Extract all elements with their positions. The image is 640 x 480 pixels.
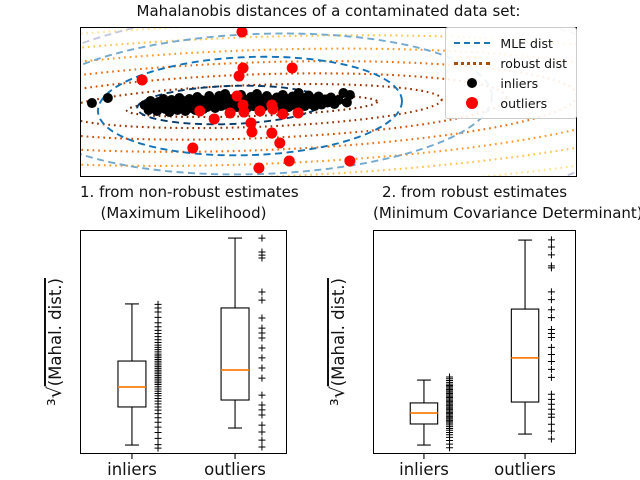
strip-points xyxy=(258,234,266,451)
scatter-plot: MLE dist robust dist inliers outliers xyxy=(0,2,640,220)
outliers-points xyxy=(136,26,356,174)
box-outliers xyxy=(220,237,250,459)
legend-item-robust: robust dist xyxy=(453,53,567,73)
tick-label-inliers: inliers xyxy=(399,460,449,479)
legend-label: robust dist xyxy=(500,55,567,71)
boxplot1-title-line2: (Maximum Likelihood) xyxy=(100,204,267,222)
legend-label: inliers xyxy=(500,75,539,91)
boxplot1-title: 1. from non-robust estimates (Maximum Li… xyxy=(80,182,299,224)
boxplot-mle-canvas xyxy=(80,230,287,459)
boxplot-mcd-canvas xyxy=(373,230,576,459)
boxplot2-title-line2: (Minimum Covariance Determinant) xyxy=(373,204,640,222)
tick-label-inliers: inliers xyxy=(107,460,157,479)
boxplot2-title: 2. from robust estimates (Minimum Covari… xyxy=(373,182,640,224)
ylabel-text: (Mahal. dist.) xyxy=(46,278,65,387)
boxplot-mcd xyxy=(373,230,576,460)
box-inliers xyxy=(409,379,439,459)
box-outliers xyxy=(510,239,540,459)
ylabel-text: (Mahal. dist.) xyxy=(329,278,348,387)
outlier-marker-icon xyxy=(453,97,491,109)
cube-root-symbol: ³√ xyxy=(44,386,66,406)
strip-points xyxy=(154,300,162,452)
tick-label-outliers: outliers xyxy=(204,460,266,479)
cube-root-symbol: ³√ xyxy=(327,386,349,406)
boxplot-mle xyxy=(80,230,287,460)
legend-label: outliers xyxy=(500,95,548,111)
boxplot2-title-line1: 2. from robust estimates xyxy=(381,183,568,201)
boxplot1-title-line1: 1. from non-robust estimates xyxy=(80,183,299,201)
inlier-marker-icon xyxy=(453,78,491,88)
box-inliers xyxy=(117,303,147,459)
legend-item-inliers: inliers xyxy=(453,73,567,93)
mle-dash-sample-icon xyxy=(453,42,491,44)
legend-item-mle: MLE dist xyxy=(453,33,567,53)
legend: MLE dist robust dist inliers outliers xyxy=(445,27,577,119)
robust-dot-sample-icon xyxy=(453,61,491,65)
strip-points xyxy=(446,373,454,452)
figure-title: Mahalanobis distances of a contaminated … xyxy=(136,2,521,20)
boxplot2-ylabel: ³√(Mahal. dist.) xyxy=(327,230,353,454)
strip-points xyxy=(547,236,555,443)
tick-label-outliers: outliers xyxy=(494,460,556,479)
legend-label: MLE dist xyxy=(500,35,553,51)
legend-item-outliers: outliers xyxy=(453,93,567,113)
boxplot1-ylabel: ³√(Mahal. dist.) xyxy=(44,230,70,454)
